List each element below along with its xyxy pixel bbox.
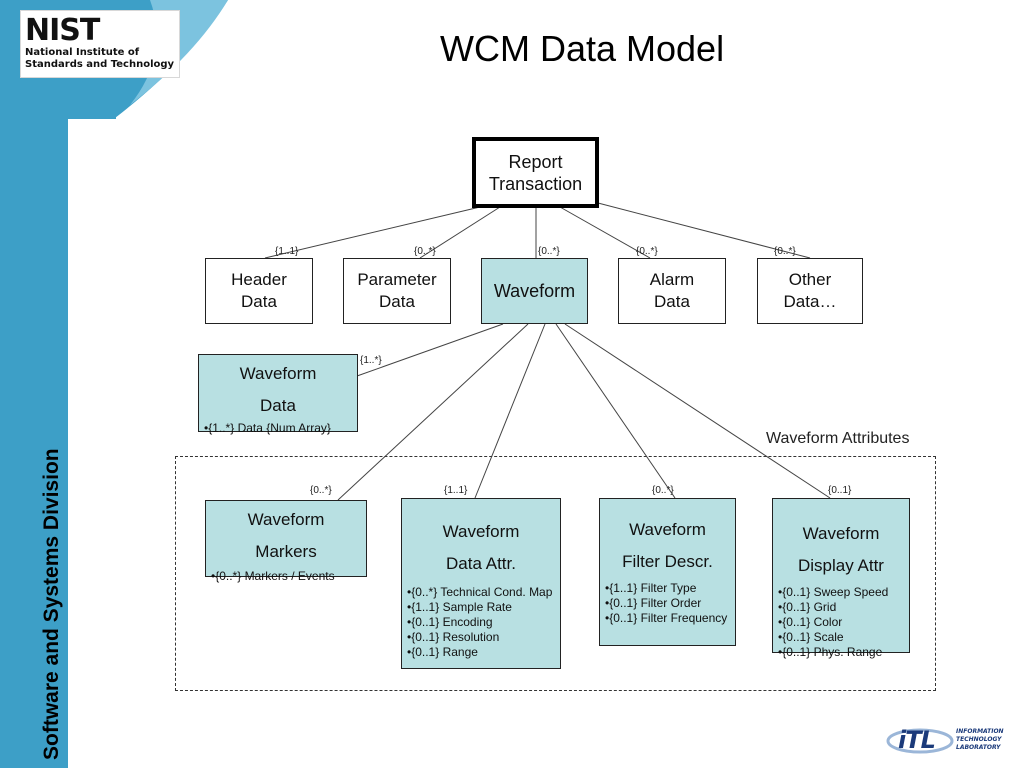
node-label-line2: Filter Descr.	[622, 552, 713, 571]
multiplicity-label: {0..*}	[414, 246, 436, 257]
multiplicity-label: {0..*}	[636, 246, 658, 257]
link-waveform-data-attr	[474, 323, 546, 499]
node-label: Waveform	[493, 281, 576, 301]
link-root-other	[597, 202, 811, 259]
attribute-item: {0..1} Scale	[778, 630, 909, 645]
multiplicity-label: {1..1}	[275, 246, 299, 257]
top-left-swoosh	[0, 0, 228, 768]
node-label-line2: Data	[260, 396, 296, 415]
itl-logo-mark: iTL	[898, 726, 936, 754]
node-label-line1: Waveform	[442, 522, 520, 541]
multiplicity-label: {1..*}	[360, 355, 382, 366]
nist-logo: NIST National Institute of Standards and…	[20, 10, 180, 78]
node-label-line1: Alarm	[649, 270, 695, 289]
attribute-item: {0..1} Phys. Range	[778, 645, 909, 660]
node-label-line2: Data	[241, 292, 277, 311]
nist-logo-subtitle: National Institute of Standards and Tech…	[25, 47, 174, 71]
nist-logo-line2: Standards and Technology	[25, 59, 175, 70]
attribute-list: {0..*} Technical Cond. Map {1..1} Sample…	[402, 585, 560, 660]
node-label-line1: Waveform	[247, 510, 325, 529]
node-label-line2: Data…	[783, 292, 837, 311]
attribute-item: {0..*} Markers / Events	[211, 569, 366, 584]
node-label-line2: Display Attr	[798, 556, 884, 575]
link-waveform-markers	[337, 323, 529, 501]
parameter-data-node: Parameter Data	[343, 258, 451, 324]
itl-logo-subtitle: INFORMATION TECHNOLOGY LABORATORY	[956, 728, 1004, 752]
attribute-item: {0..1} Resolution	[407, 630, 560, 645]
attribute-item: {0..*} Technical Cond. Map	[407, 585, 560, 600]
attribute-item: {0..1} Grid	[778, 600, 909, 615]
alarm-data-node: Alarm Data	[618, 258, 726, 324]
attribute-item: {0..1} Color	[778, 615, 909, 630]
node-label-line1: Parameter	[357, 270, 437, 289]
swoosh-joint	[68, 105, 116, 119]
link-waveform-data	[356, 323, 504, 377]
attribute-list: {1..*} Data {Num Array}	[199, 421, 357, 436]
waveform-display-attr-node: Waveform Display Attr {0..1} Sweep Speed…	[772, 498, 910, 659]
attribute-list: {0..*} Markers / Events	[206, 569, 366, 584]
multiplicity-label: {0..*}	[652, 485, 674, 496]
nist-logo-line1: National Institute of	[25, 47, 140, 58]
attribute-item: {0..1} Encoding	[407, 615, 560, 630]
link-waveform-display	[564, 323, 831, 499]
itl-logo-line3: LABORATORY	[956, 744, 1001, 751]
waveform-node: Waveform	[481, 258, 588, 324]
attribute-list: {1..1} Filter Type {0..1} Filter Order {…	[600, 581, 735, 626]
multiplicity-label: {1..1}	[444, 485, 468, 496]
node-label-line1: Header	[231, 270, 287, 289]
attribute-list: {0..1} Sweep Speed {0..1} Grid {0..1} Co…	[773, 585, 909, 660]
node-label-line2: Transaction	[488, 173, 583, 194]
attribute-item: {0..1} Filter Order	[605, 596, 735, 611]
link-root-alarm	[559, 206, 651, 259]
itl-logo: iTL INFORMATION TECHNOLOGY LABORATORY	[886, 724, 1018, 758]
slide-title: WCM Data Model	[440, 28, 725, 69]
node-label-line1: Waveform	[802, 524, 880, 543]
node-label-line2: Data Attr.	[446, 554, 516, 573]
waveform-attributes-label: Waveform Attributes	[766, 430, 910, 447]
nist-logo-mark: NIST	[25, 13, 100, 48]
link-waveform-filter	[555, 323, 676, 499]
itl-logo-line2: TECHNOLOGY	[956, 736, 1002, 743]
waveform-data-attr-node: Waveform Data Attr. {0..*} Technical Con…	[401, 498, 561, 669]
waveform-data-node: Waveform Data {1..*} Data {Num Array}	[198, 354, 358, 435]
link-root-header	[264, 206, 481, 259]
node-label-line2: Data	[654, 292, 690, 311]
attribute-item: {1..1} Filter Type	[605, 581, 735, 596]
header-data-node: Header Data	[205, 258, 313, 324]
node-label-line1: Waveform	[239, 364, 317, 383]
node-label-line1: Report	[508, 151, 563, 172]
other-data-node: Other Data…	[757, 258, 863, 324]
attribute-item: {0..1} Sweep Speed	[778, 585, 909, 600]
waveform-markers-node: Waveform Markers {0..*} Markers / Events	[205, 500, 367, 583]
attribute-item: {1..1} Sample Rate	[407, 600, 560, 615]
report-transaction-node: Report Transaction	[472, 137, 599, 208]
node-label-line1: Waveform	[629, 520, 706, 539]
multiplicity-label: {0..*}	[774, 246, 796, 257]
multiplicity-label: {0..*}	[310, 485, 332, 496]
node-label-line1: Other	[788, 270, 832, 289]
link-root-parameter	[419, 206, 501, 259]
node-label-line2: Markers	[255, 542, 317, 561]
attribute-item: {0..1} Filter Frequency	[605, 611, 735, 626]
multiplicity-label: {0..*}	[538, 246, 560, 257]
attribute-item: {1..*} Data {Num Array}	[204, 421, 357, 436]
node-label-line2: Data	[379, 292, 415, 311]
itl-swoosh-icon	[886, 728, 954, 754]
waveform-attributes-region	[175, 456, 936, 691]
multiplicity-label: {0..1}	[828, 485, 852, 496]
waveform-filter-descr-node: Waveform Filter Descr. {1..1} Filter Typ…	[599, 498, 736, 646]
attribute-item: {0..1} Range	[407, 645, 560, 660]
itl-logo-line1: INFORMATION	[956, 728, 1004, 735]
